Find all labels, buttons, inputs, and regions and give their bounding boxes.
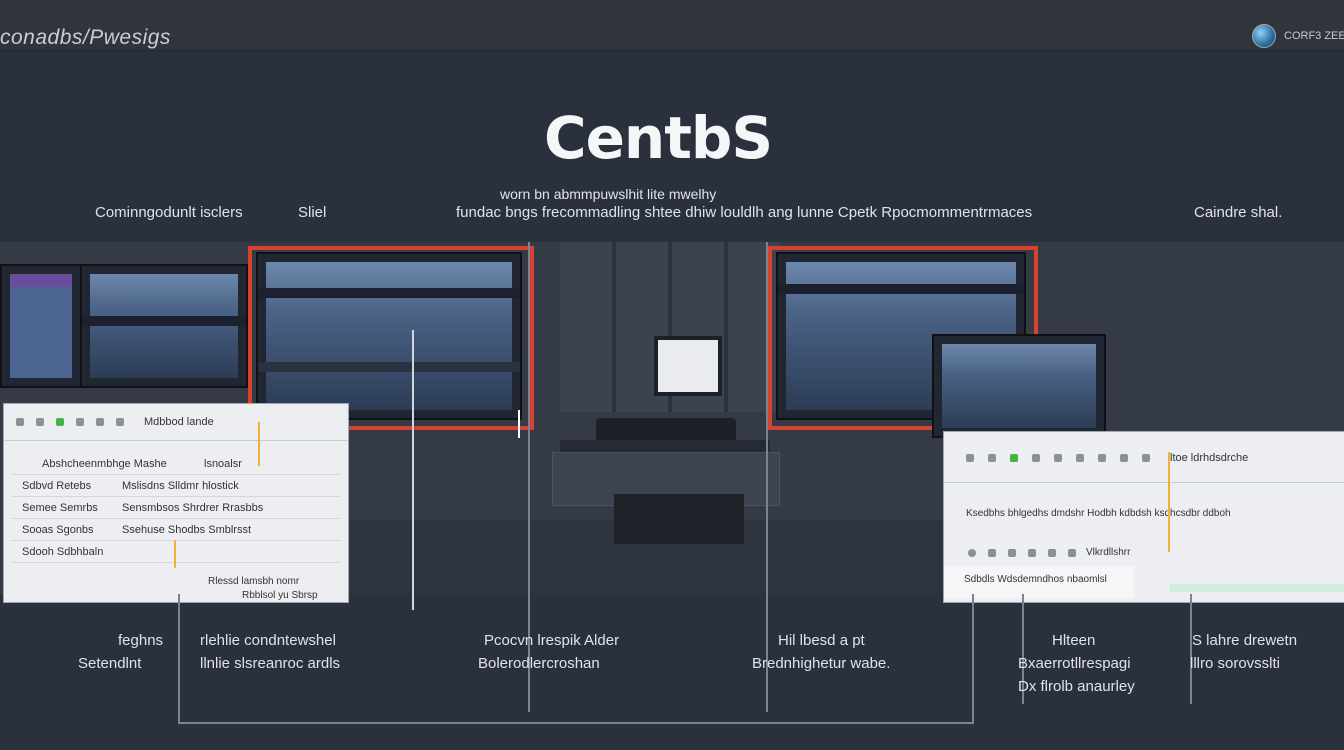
bottom-label: Brednhighetur wabe. (752, 655, 891, 672)
panel-title: Mdbbod lande (144, 416, 214, 428)
bottom-label: Pcocvn lrespik Alder (484, 632, 620, 649)
bottom-label: llnlie slsreanroc ardls (200, 655, 341, 672)
cell: Ssehuse Shodbs Smblrsst (122, 524, 252, 536)
progress-strip (1170, 584, 1344, 592)
timeline-marker[interactable] (174, 540, 176, 568)
status-text: Sdbdls Wdsdemndhos nbaomlsl (964, 574, 1107, 585)
connector-line (1190, 594, 1192, 704)
desk-top (560, 440, 770, 454)
top-bar: conadbs/Pwesigs CORF3 ZEE (0, 0, 1344, 51)
monitor-left (80, 264, 248, 388)
cell: Sdbvd Retebs (22, 480, 92, 492)
toolbar-icon[interactable] (1028, 549, 1036, 557)
toolbar-icon[interactable] (1008, 549, 1016, 557)
connector-line (766, 242, 768, 712)
cursor-icon (518, 410, 520, 438)
cell: Sensmbsos Shrdrer Rrasbbs (122, 502, 264, 514)
toolbar-icon[interactable] (76, 418, 84, 426)
top-right-text: CORF3 ZEE (1284, 30, 1344, 42)
toolbar-icon[interactable] (988, 454, 996, 462)
top-label-right: Caindre shal. (1194, 204, 1283, 221)
cell: lsnoalsr (204, 458, 242, 470)
table-row[interactable]: Semee Semrbs Sensmbsos Shrdrer Rrasbbs (12, 498, 340, 519)
highlight-frame-left (248, 246, 534, 430)
bottom-label: lllro sorovsslti (1190, 655, 1281, 672)
left-app-panel: Mdbbod lande Abshcheenmbhge Mashe lsnoal… (4, 404, 348, 602)
toolbar-icon[interactable] (1054, 454, 1062, 462)
side-monitor-left (0, 264, 82, 388)
cell: Sdooh Sdbhbaln (22, 546, 104, 558)
bottom-label: Hil lbesd a pt (778, 632, 865, 649)
top-label-left: Cominngodunlt isclers (95, 204, 243, 221)
mini-toolbar: Vlkrdllshrr (964, 544, 1324, 562)
cell: Semee Semrbs (22, 502, 98, 514)
toolbar-icon[interactable] (1068, 549, 1076, 557)
product-logo: CentbS (544, 104, 773, 172)
connector-line (412, 330, 414, 610)
toolbar-icon[interactable] (56, 418, 64, 426)
lamp-icon (654, 336, 722, 396)
toolbar-icon[interactable] (966, 454, 974, 462)
connector-line (1022, 594, 1024, 704)
hero-subtitle-2: fundac bngs frecommadling shtee dhiw lou… (456, 204, 1033, 221)
connector-line (528, 242, 530, 712)
status-text: Rlessd lamsbh nomr (208, 576, 300, 587)
bottom-label: S lahre drewetn (1192, 632, 1298, 649)
bottom-label: Bolerodlercroshan (478, 655, 600, 672)
toolbar-icon[interactable] (1032, 454, 1040, 462)
toolbar-icon[interactable] (1120, 454, 1128, 462)
toolbar-icon[interactable] (988, 549, 996, 557)
toolbar-icon[interactable] (1010, 454, 1018, 462)
bottom-label: Bxaerrotllrespagi (1018, 655, 1131, 672)
toolbar-icon[interactable] (1076, 454, 1084, 462)
timeline-marker[interactable] (258, 422, 260, 466)
status-text: Rbblsol yu Sbrsp (242, 590, 318, 601)
connector-line (178, 722, 974, 724)
status-bar: Sdbdls Wdsdemndhos nbaomlsl (944, 566, 1134, 598)
bottom-label: Hlteen (1052, 632, 1096, 649)
panel-title: ltoe ldrhdsdrche (1170, 452, 1249, 464)
cell: Mslisdns Slldmr hlostick (122, 480, 239, 492)
desk-cabinet (614, 494, 744, 544)
right-app-panel: ltoe ldrhdsdrche Ksedbhs bhlgedhs dmdshr… (944, 432, 1344, 602)
top-label-left-2: Sliel (298, 204, 327, 221)
connector-line (972, 594, 974, 724)
panel-description: Ksedbhs bhlgedhs dmdshr Hodbh kdbdsh ksd… (966, 508, 1231, 519)
mini-label: Vlkrdllshrr (1086, 547, 1131, 558)
toolbar-icon[interactable] (1098, 454, 1106, 462)
table-row[interactable]: Sdooh Sdbhbaln (12, 542, 340, 563)
toolbar-icon[interactable] (116, 418, 124, 426)
toolbar-icon[interactable] (1048, 549, 1056, 557)
table-row[interactable]: Sdbvd Retebs Mslisdns Slldmr hlostick (12, 476, 340, 497)
bottom-label: Dx flrolb anaurley (1018, 678, 1135, 695)
table-row[interactable]: Abshcheenmbhge Mashe lsnoalsr (12, 454, 340, 475)
toolbar-icon[interactable] (36, 418, 44, 426)
hero-subtitle-1: worn bn abmmpuwslhit lite mwelhy (500, 186, 717, 202)
panel-toolbar: Mdbbod lande (4, 404, 348, 441)
table-row[interactable]: Sooas Sgonbs Ssehuse Shodbs Smblrsst (12, 520, 340, 541)
connector-line (178, 594, 180, 724)
timeline-marker[interactable] (1168, 452, 1170, 552)
panel-toolbar: ltoe ldrhdsdrche (944, 432, 1344, 483)
toolbar-icon[interactable] (1142, 454, 1150, 462)
brand-text: conadbs/Pwesigs (0, 26, 171, 49)
monitor-right (932, 334, 1106, 438)
cell: Abshcheenmbhge Mashe (42, 458, 167, 470)
bottom-label: feghns (118, 632, 164, 649)
globe-icon[interactable] (1252, 24, 1276, 48)
toolbar-icon[interactable] (96, 418, 104, 426)
bottom-label: rlehlie condntewshel (200, 632, 336, 649)
bottom-label: Setendlnt (78, 655, 142, 672)
cell: Sooas Sgonbs (22, 524, 94, 536)
monitor-center-left (256, 252, 522, 420)
play-icon[interactable] (968, 549, 976, 557)
toolbar-icon[interactable] (16, 418, 24, 426)
